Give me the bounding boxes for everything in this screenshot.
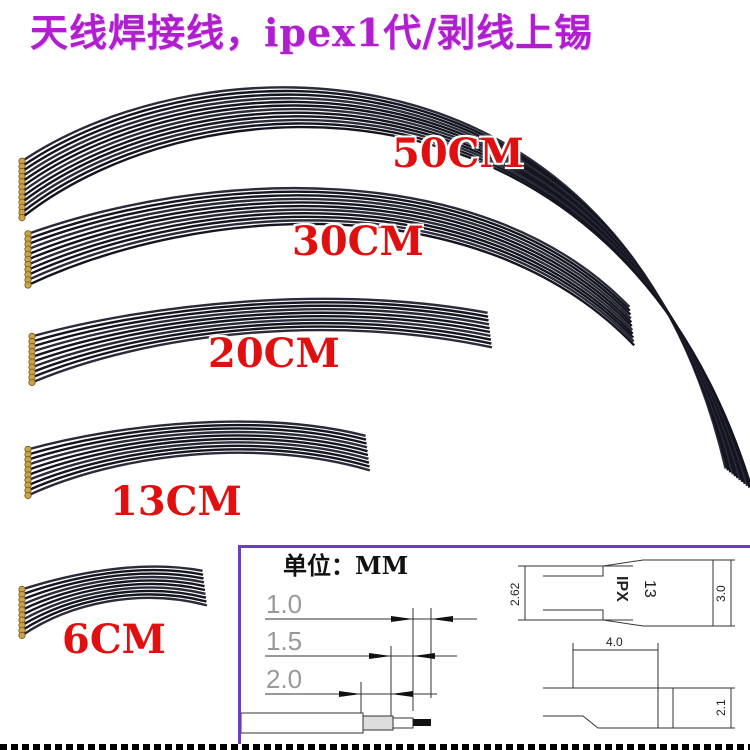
ipex-connector bbox=[18, 631, 26, 640]
ipex-connector bbox=[24, 281, 32, 289]
cable-13cm bbox=[27, 448, 370, 492]
connector-diagram: 2.62 3.0 4.0 2.1 IPX 13 bbox=[508, 559, 735, 729]
cable-20cm bbox=[31, 297, 488, 338]
cable-50cm bbox=[21, 125, 750, 488]
strip-length-3: 2.0 bbox=[266, 664, 302, 694]
cable-50cm bbox=[21, 86, 727, 469]
cable-20cm bbox=[31, 318, 491, 369]
cable-6cm bbox=[21, 593, 207, 632]
length-label-13cm: 13CM bbox=[110, 478, 242, 525]
cable-50cm bbox=[21, 107, 742, 481]
ipex-connector bbox=[18, 214, 26, 222]
cable-30cm bbox=[27, 212, 634, 335]
cable-13cm bbox=[27, 444, 370, 487]
dim-2-1: 2.1 bbox=[714, 699, 728, 716]
cable-6cm bbox=[21, 568, 204, 596]
strip-diagram: 1.0 1.5 2.0 bbox=[241, 589, 477, 734]
cable-6cm bbox=[21, 572, 204, 601]
dimension-diagram: 单位：MM 1.0 1.5 2.0 bbox=[238, 545, 750, 750]
length-label-30cm: 30CM bbox=[292, 218, 424, 265]
dim-3-0: 3.0 bbox=[714, 585, 728, 602]
cable-30cm bbox=[27, 197, 632, 320]
cable-30cm bbox=[27, 194, 632, 316]
strip-length-2: 1.5 bbox=[266, 626, 302, 656]
cable-50cm bbox=[21, 104, 739, 479]
cable-13cm bbox=[27, 423, 367, 456]
ipex-connector bbox=[24, 491, 32, 500]
cable-20cm bbox=[31, 328, 493, 384]
cable-30cm bbox=[27, 204, 633, 327]
cable-50cm bbox=[21, 111, 744, 483]
cable-6cm bbox=[21, 575, 205, 606]
cable-6cm bbox=[21, 586, 206, 622]
product-title: 天线焊接线，ipex1代/剥线上锡 bbox=[30, 10, 594, 55]
cable-30cm bbox=[27, 222, 636, 347]
cable-6cm bbox=[21, 589, 207, 627]
cable-20cm bbox=[31, 325, 492, 379]
cable-30cm bbox=[27, 190, 631, 312]
cable-30cm bbox=[27, 186, 631, 308]
cable-13cm bbox=[27, 437, 369, 477]
model-mark: 13 bbox=[641, 580, 658, 598]
cable-30cm bbox=[27, 215, 635, 339]
cable-20cm bbox=[31, 308, 490, 353]
cable-6cm bbox=[21, 565, 203, 591]
cable-50cm bbox=[21, 89, 730, 471]
cable-30cm bbox=[27, 208, 634, 331]
cable-13cm bbox=[27, 427, 367, 461]
cable-20cm bbox=[31, 321, 492, 374]
cable-30cm bbox=[27, 201, 633, 324]
dotted-divider bbox=[0, 744, 750, 750]
cable-20cm bbox=[31, 311, 490, 359]
cable-6cm bbox=[21, 579, 205, 611]
strip-length-1: 1.0 bbox=[266, 589, 302, 619]
length-label-50cm: 50CM bbox=[392, 130, 524, 177]
ipx-mark: IPX bbox=[613, 576, 630, 602]
ipex-connector bbox=[28, 378, 36, 387]
cable-13cm bbox=[27, 434, 368, 472]
cable-20cm bbox=[31, 304, 489, 348]
cable-6cm bbox=[21, 582, 206, 617]
dim-4-0: 4.0 bbox=[606, 635, 623, 649]
dim-2-62: 2.62 bbox=[508, 582, 522, 606]
cable-20cm bbox=[31, 301, 489, 343]
cable-13cm bbox=[27, 441, 369, 482]
cable-30cm bbox=[27, 219, 635, 343]
cable-50cm bbox=[21, 118, 749, 487]
cable-13cm bbox=[27, 430, 368, 466]
cable-20cm bbox=[31, 315, 491, 364]
cable-13cm bbox=[27, 451, 371, 497]
unit-label: 单位：MM bbox=[283, 551, 409, 580]
cable-6cm bbox=[21, 596, 208, 637]
cable-13cm bbox=[27, 420, 366, 451]
length-label-6cm: 6CM bbox=[62, 616, 166, 663]
length-label-20cm: 20CM bbox=[208, 330, 340, 377]
